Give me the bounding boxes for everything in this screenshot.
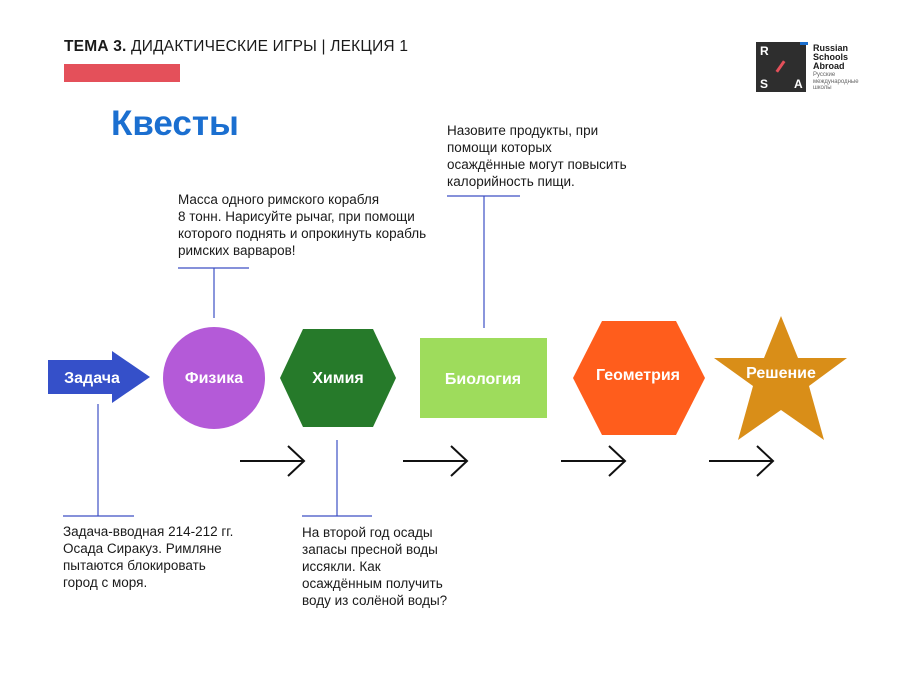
logo-subtitle: Русские международные школы [813, 72, 859, 91]
lecture-header: ТЕМА 3. ДИДАКТИЧЕСКИЕ ИГРЫ | ЛЕКЦИЯ 1 [64, 38, 408, 56]
solution-label: Решение [746, 365, 816, 382]
logo-letter-r: R [760, 44, 769, 58]
arrow-right-icon [240, 445, 306, 477]
physics-circle [163, 327, 265, 429]
biology-rectangle [420, 338, 547, 418]
task-label: Задача [64, 370, 120, 387]
chemistry-task-note: На второй год осады запасы пресной воды … [302, 525, 448, 608]
biology-label: Биология [445, 371, 521, 388]
connector-lines [63, 195, 520, 517]
rsa-logo: R S A Russian Schools Abroad Русские меж… [756, 42, 866, 92]
flow-arrows [240, 445, 775, 477]
arrow-right-icon [403, 445, 469, 477]
logo-letter-a: A [794, 77, 803, 91]
arrow-right-icon [709, 445, 775, 477]
biology-task-note: Назовите продукты, при помощи которых ос… [447, 123, 627, 189]
physics-label: Физика [185, 370, 243, 387]
logo-name: Russian Schools Abroad [813, 43, 849, 71]
arrow-right-icon [561, 445, 627, 477]
intro-task-note: Задача-вводная 214-212 гг. Осада Сиракуз… [63, 524, 234, 590]
physics-task-note: Масса одного римского корабля 8 тонн. На… [178, 192, 427, 258]
geometry-label: Геометрия [596, 367, 680, 384]
solution-star [714, 316, 847, 440]
logo-accent-icon [800, 42, 808, 45]
header-topic-number: ТЕМА 3. [64, 38, 127, 55]
task-arrow-shape [48, 351, 150, 403]
geometry-hexagon [573, 321, 705, 435]
header-topic-title: ДИДАКТИЧЕСКИЕ ИГРЫ | ЛЕКЦИЯ 1 [126, 38, 409, 55]
page-title: Квесты [111, 104, 239, 143]
logo-mark: R S A [756, 42, 808, 92]
accent-bar [64, 64, 180, 82]
logo-letter-s: S [760, 77, 769, 91]
chemistry-hexagon [280, 329, 396, 427]
chemistry-label: Химия [312, 370, 364, 387]
